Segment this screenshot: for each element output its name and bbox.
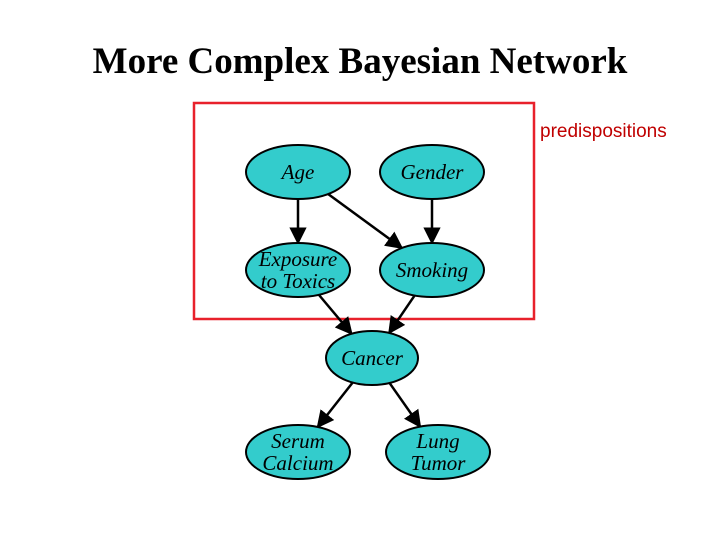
node-exposure-label: Exposure xyxy=(258,247,338,271)
node-cancer: Cancer xyxy=(325,330,419,386)
edge-smoking-to-cancer xyxy=(388,294,416,335)
slide-title: More Complex Bayesian Network xyxy=(92,41,628,82)
node-cancer-label: Cancer xyxy=(341,346,404,370)
edge-age-to-smoking xyxy=(327,193,404,250)
node-gender-shape xyxy=(379,144,485,200)
predispositions-label: predispositions xyxy=(540,121,667,142)
node-exposure-label: to Toxics xyxy=(261,269,335,293)
node-smoking-shape xyxy=(379,242,485,298)
predispositions-box xyxy=(192,101,536,321)
node-gender-label: Gender xyxy=(401,160,465,184)
edge-exposure-to-cancer xyxy=(317,293,353,336)
node-lung-label: Tumor xyxy=(411,451,467,475)
node-age-shape xyxy=(245,144,351,200)
edge-cancer-to-lung xyxy=(388,382,422,429)
node-smoking: Smoking xyxy=(379,242,485,298)
node-age-label: Age xyxy=(280,160,315,184)
node-cancer-shape xyxy=(325,330,419,386)
node-lung-shape xyxy=(385,424,491,480)
node-smoking-label: Smoking xyxy=(396,258,468,282)
node-gender: Gender xyxy=(379,144,485,200)
node-serum-shape xyxy=(245,424,351,480)
node-exposure-shape xyxy=(245,242,351,298)
node-serum-label: Serum xyxy=(271,429,325,453)
node-lung-label: Lung xyxy=(415,429,459,453)
node-age: Age xyxy=(245,144,351,200)
node-serum-label: Calcium xyxy=(262,451,333,475)
edge-cancer-to-serum xyxy=(316,381,354,429)
